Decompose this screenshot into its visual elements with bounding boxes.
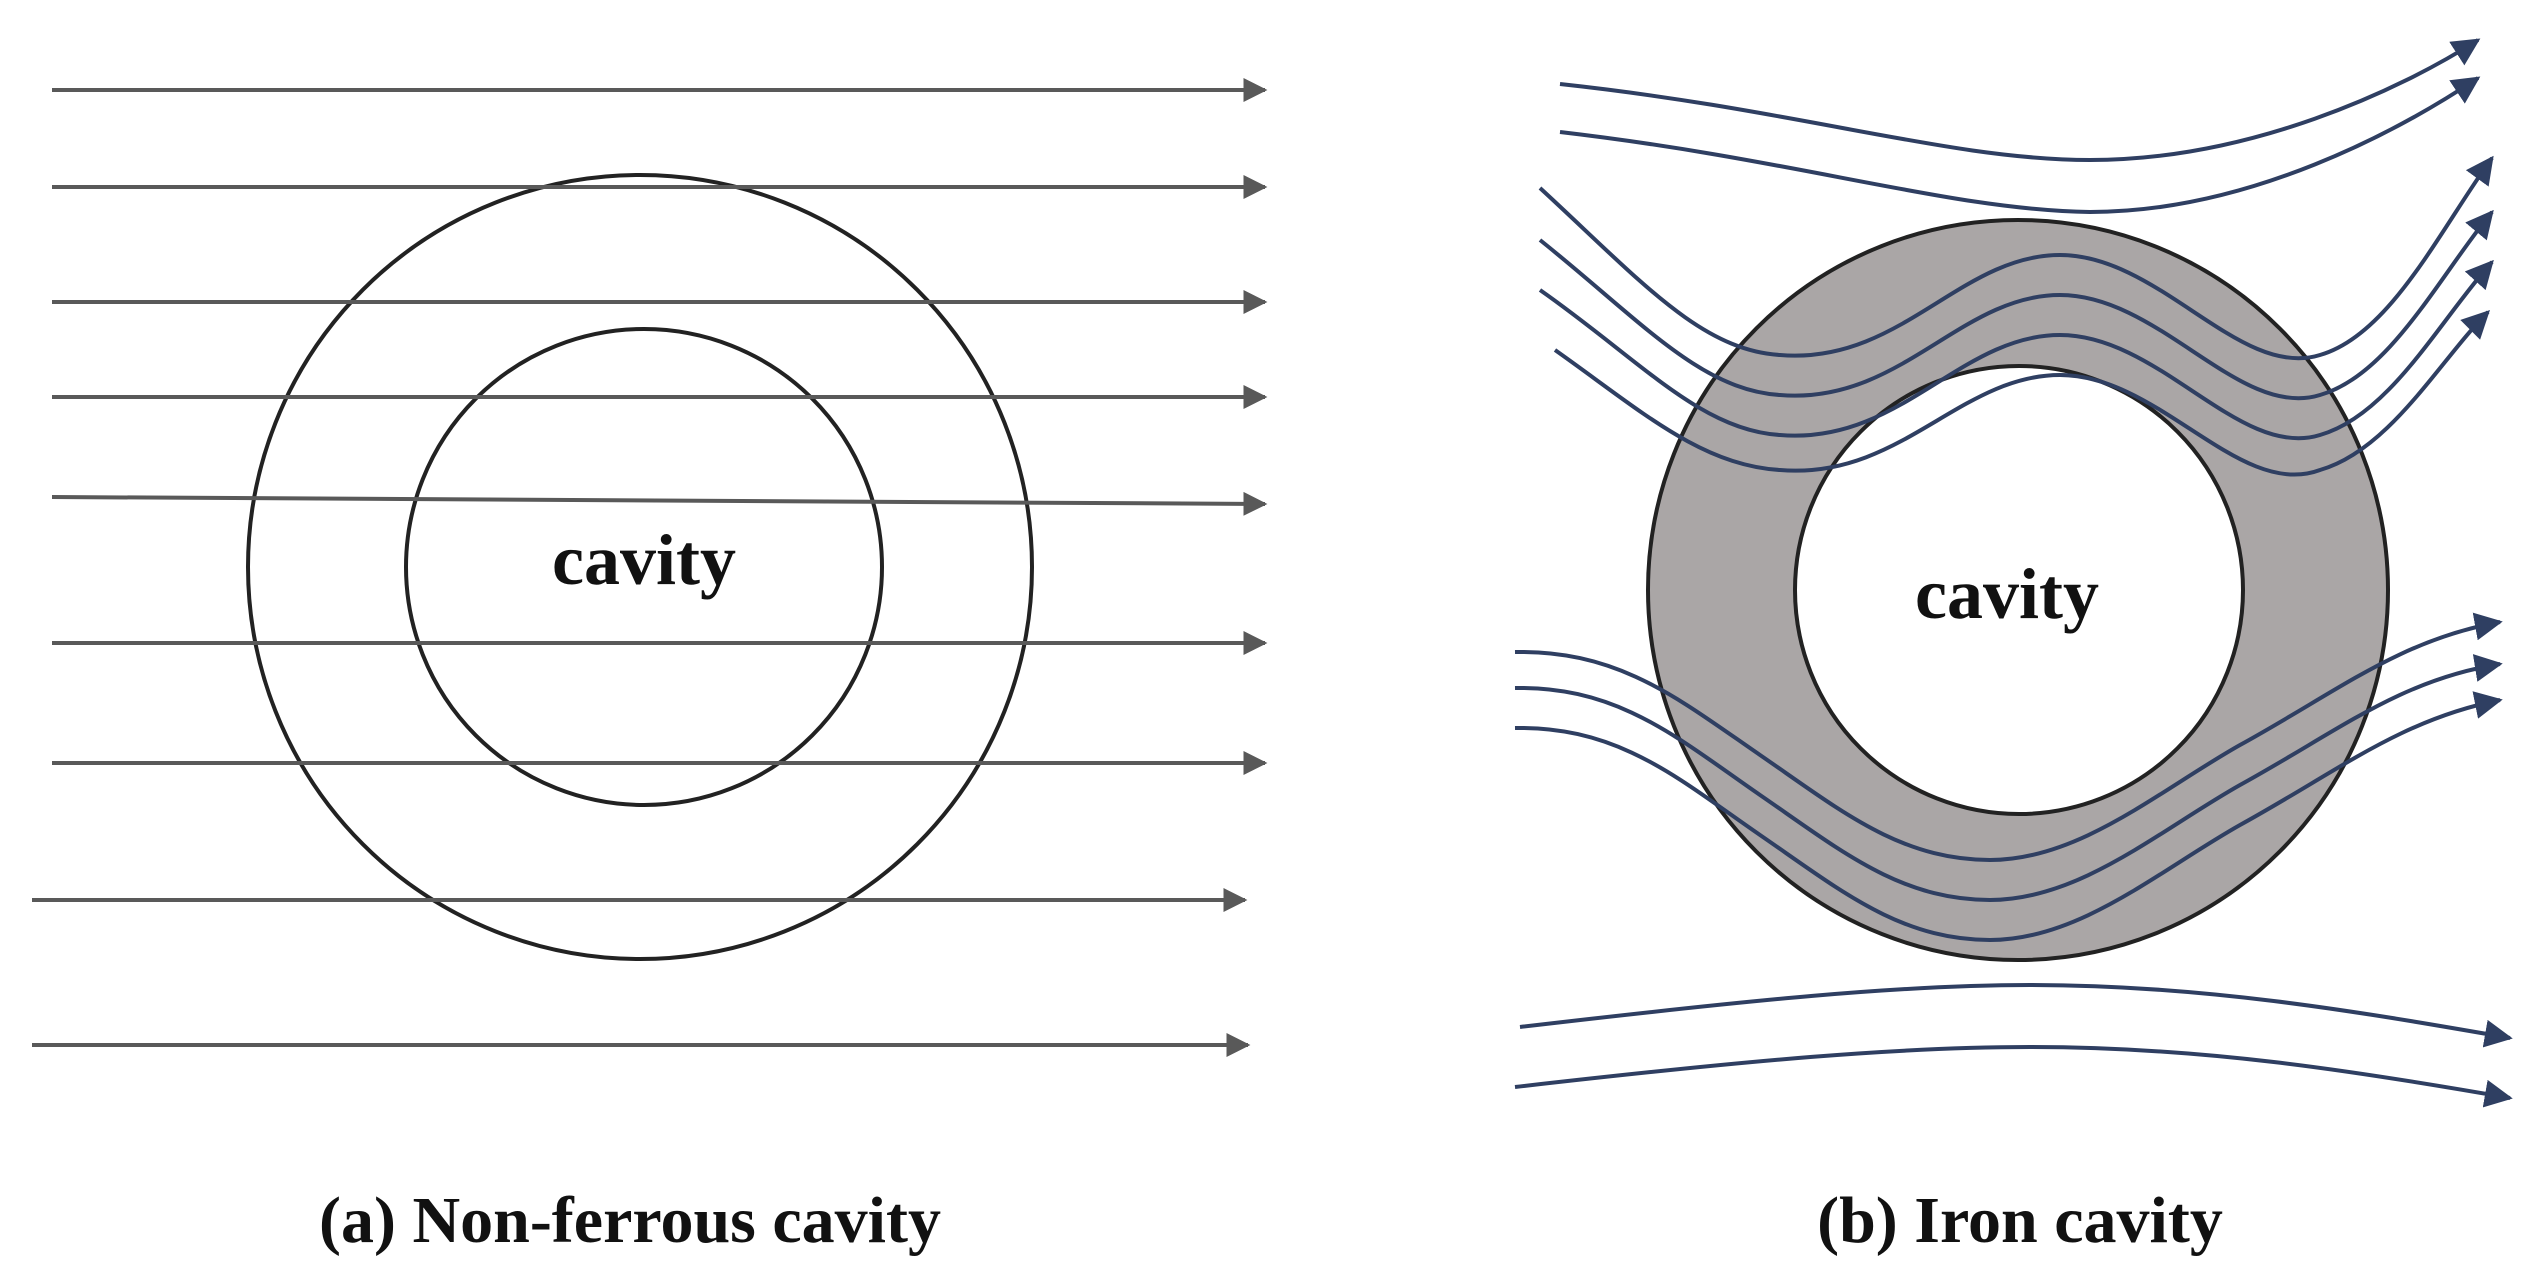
field-line-b-1: [1559, 38, 2481, 163]
field-line-b-9: [1514, 691, 2503, 943]
field-line-b-10: [1519, 982, 2513, 1048]
field-line-b-7: [1514, 612, 2503, 863]
field-line-b-2: [1559, 76, 2481, 215]
field-lines-b-bottom: [1514, 612, 2513, 1108]
field-line-b-11: [1514, 1044, 2513, 1108]
caption-a: (a) Non-ferrous cavity: [319, 1184, 941, 1257]
field-line-b-3: [1538, 155, 2494, 361]
field-lines-b-top: [1538, 38, 2494, 477]
field-line-b-5: [1538, 259, 2494, 441]
panel-a-non-ferrous: cavity: [32, 78, 1268, 1057]
caption-b: (b) Iron cavity: [1817, 1184, 2223, 1257]
iron-ring-b: [1645, 218, 2391, 962]
field-line-a-5: [51, 491, 1268, 516]
cavity-label-a: cavity: [552, 520, 736, 600]
panel-b-iron: cavity: [1514, 38, 2513, 1108]
field-lines-a: [32, 78, 1268, 1057]
inner-ring-a: [404, 327, 884, 807]
cavity-label-b: cavity: [1915, 554, 2099, 634]
field-line-b-8: [1514, 654, 2503, 903]
field-line-b-4: [1538, 209, 2494, 401]
field-line-b-6: [1553, 310, 2490, 477]
outer-ring-a: [246, 173, 1034, 961]
